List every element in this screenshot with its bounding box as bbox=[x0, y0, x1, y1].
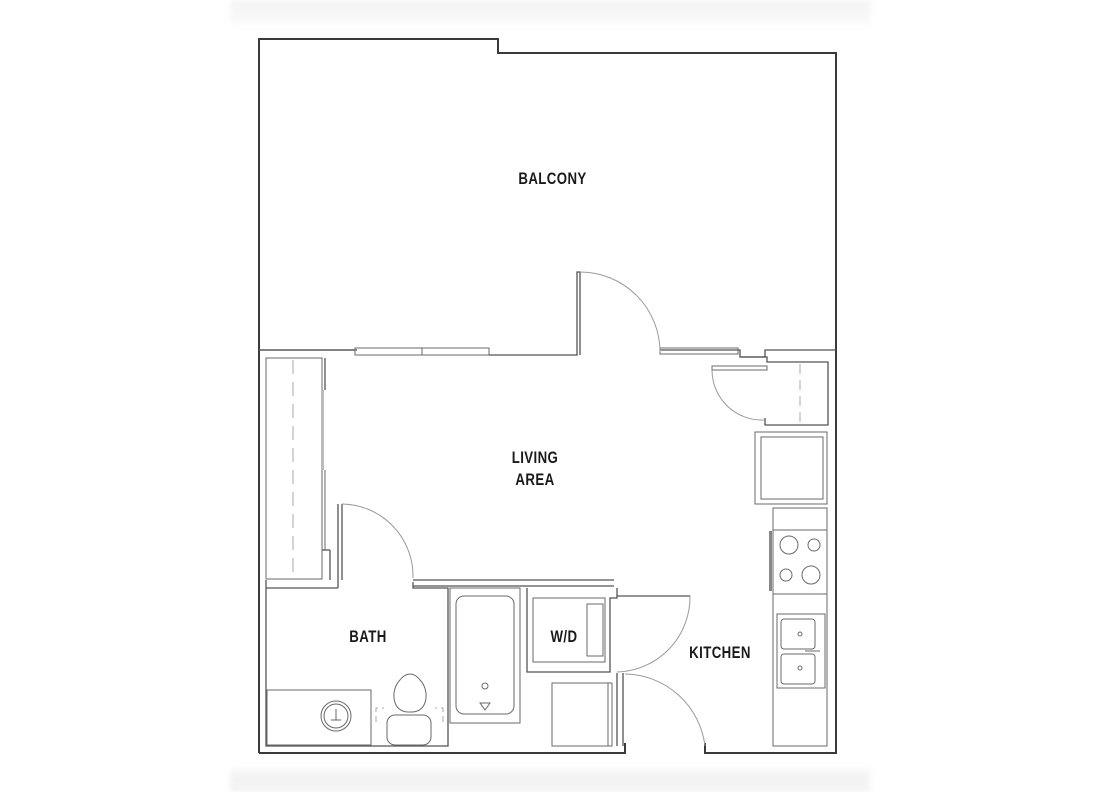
room-label-balcony: BALCONY bbox=[518, 169, 587, 188]
room-label-wd: W/D bbox=[550, 627, 578, 646]
toilet-icon bbox=[393, 673, 427, 713]
top-fade-shadow bbox=[230, 0, 870, 26]
double-sink bbox=[776, 613, 826, 689]
vanity bbox=[266, 689, 372, 746]
kitchen bbox=[711, 356, 829, 747]
entry-door-swing bbox=[624, 673, 706, 747]
burner-icon bbox=[779, 535, 799, 555]
living-label-line1: LIVING bbox=[511, 448, 559, 467]
refrigerator bbox=[754, 431, 828, 505]
bottom-fade-shadow bbox=[230, 765, 870, 792]
sink-icon bbox=[320, 700, 352, 732]
bathroom bbox=[265, 503, 614, 747]
closet-door-swing bbox=[711, 369, 765, 421]
bath-door-swing bbox=[341, 503, 414, 579]
room-label-kitchen: KITCHEN bbox=[689, 643, 751, 662]
living-label-line2: AREA bbox=[515, 470, 555, 489]
room-label-bath: BATH bbox=[349, 627, 387, 646]
room-label-living: LIVING AREA bbox=[490, 447, 580, 491]
balcony-door-swing bbox=[579, 271, 661, 353]
balcony-wall bbox=[259, 271, 836, 358]
closet bbox=[265, 357, 331, 580]
pantry bbox=[551, 673, 706, 747]
bathtub bbox=[449, 587, 521, 724]
counter bbox=[772, 507, 828, 747]
washer-dryer-closet bbox=[526, 588, 691, 673]
wd-door-swing bbox=[616, 595, 691, 673]
